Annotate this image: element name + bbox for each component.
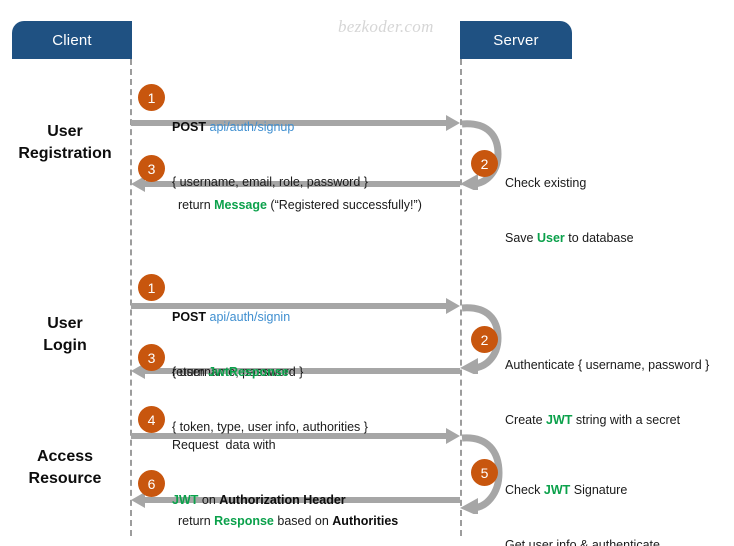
resource-server-line2: Get user info & authenticate bbox=[505, 537, 660, 546]
lifeline-server bbox=[460, 59, 462, 536]
resource-response-line1: return Response based on Authorities bbox=[178, 512, 398, 530]
message-text-resource-server-work: Check JWT Signature Get user info & auth… bbox=[505, 445, 690, 546]
step-badge-3-signup-response: 3 bbox=[138, 155, 165, 182]
text-mid: on bbox=[198, 492, 220, 507]
arrow-resource-response bbox=[131, 492, 460, 508]
actor-client-label: Client bbox=[52, 31, 92, 49]
step-badge-6-resource-response: 6 bbox=[138, 470, 165, 497]
message-text-signup-request: POST api/auth/signup { username, email, … bbox=[172, 82, 368, 227]
step-number: 1 bbox=[147, 89, 156, 106]
signin-response-line2: { token, type, user info, authorities } bbox=[172, 419, 368, 434]
step-badge-1-signin: 1 bbox=[138, 274, 165, 301]
signin-server-line1: Authenticate { username, password } bbox=[505, 358, 710, 373]
actor-server: Server bbox=[460, 21, 572, 59]
section-label-user-login: User Login bbox=[0, 313, 130, 356]
text-pre: Save bbox=[505, 230, 537, 245]
step-number: 2 bbox=[480, 155, 489, 172]
step-badge-1-signup: 1 bbox=[138, 84, 165, 111]
signup-server-line2: Save User to database bbox=[505, 229, 634, 247]
highlight-jwt: JWT bbox=[172, 492, 199, 507]
http-method: POST bbox=[172, 310, 207, 325]
step-badge-4-resource-request: 4 bbox=[138, 406, 165, 433]
step-number: 3 bbox=[147, 160, 156, 177]
message-text-signin-request: POST api/auth/signin { username, passwor… bbox=[172, 272, 303, 417]
arrow-signup-response bbox=[131, 176, 460, 192]
text-mid: based on bbox=[273, 514, 333, 529]
signin-response-line1: return JwtResponse bbox=[172, 363, 368, 381]
signin-request-line2: { username, password } bbox=[172, 364, 304, 379]
step-number: 3 bbox=[147, 349, 156, 366]
highlight-user: User bbox=[536, 230, 565, 245]
message-text-signup-server-work: Check existing Save User to database bbox=[505, 138, 634, 283]
message-text-signin-response: return JwtResponse { token, type, user i… bbox=[172, 327, 368, 472]
api-path: api/auth/signup bbox=[209, 120, 295, 135]
step-badge-5-resource-server: 5 bbox=[471, 459, 498, 486]
arrow-resource-request bbox=[131, 428, 460, 444]
message-text-resource-response: return Response based on Authorities bbox=[178, 476, 398, 546]
section-label-line2: Registration bbox=[18, 144, 112, 162]
text-post: to database bbox=[564, 230, 634, 245]
arrow-signup-request bbox=[131, 115, 460, 131]
step-number: 4 bbox=[147, 411, 156, 428]
step-number: 6 bbox=[147, 475, 156, 492]
selfloop-signin-server bbox=[458, 302, 504, 374]
text-pre: return bbox=[178, 514, 215, 529]
highlight-jwt: JWT bbox=[546, 412, 573, 427]
arrow-signin-request bbox=[131, 298, 460, 314]
resource-request-line1: Request data with bbox=[172, 438, 276, 453]
step-number: 2 bbox=[480, 331, 489, 348]
text-pre: return bbox=[178, 198, 215, 213]
text-post: string with a secret bbox=[572, 412, 681, 427]
watermark-bezkoder: bezkoder.com bbox=[338, 17, 434, 36]
text-pre: Check bbox=[505, 483, 544, 498]
signin-request-line1: POST api/auth/signin bbox=[172, 308, 303, 326]
section-label-access-resource: Access Resource bbox=[0, 446, 130, 489]
text-pre: return bbox=[172, 365, 209, 380]
step-number: 5 bbox=[480, 464, 489, 481]
message-text-signup-response: return Message (“Registered successfully… bbox=[178, 160, 422, 251]
message-text-resource-request: Request data with JWT on Authorization H… bbox=[172, 400, 346, 545]
step-badge-2-signin-server: 2 bbox=[471, 326, 498, 353]
lifeline-client bbox=[130, 59, 132, 536]
text-post: Signature bbox=[570, 483, 628, 498]
resource-server-line1: Check JWT Signature bbox=[505, 481, 690, 499]
signup-request-line1: POST api/auth/signup bbox=[172, 118, 368, 136]
highlight-jwtresponse: JwtResponse bbox=[208, 365, 289, 380]
step-number: 1 bbox=[147, 279, 156, 296]
signin-server-line2: Create JWT string with a secret bbox=[505, 411, 709, 429]
actor-client: Client bbox=[12, 21, 132, 59]
signup-request-line2: { username, email, role, password } bbox=[172, 174, 368, 189]
section-label-line2: Login bbox=[43, 336, 87, 354]
bold-authorization-header: Authorization Header bbox=[219, 492, 346, 507]
step-badge-2-signup-server: 2 bbox=[471, 150, 498, 177]
text-post: (“Registered successfully!”) bbox=[266, 198, 422, 213]
api-path: api/auth/signin bbox=[209, 310, 291, 325]
http-method: POST bbox=[172, 120, 207, 135]
highlight-message: Message bbox=[214, 198, 267, 213]
step-badge-3-signin-response: 3 bbox=[138, 344, 165, 371]
selfloop-resource-server bbox=[458, 432, 504, 514]
resource-request-line2: JWT on Authorization Header bbox=[172, 491, 346, 509]
section-label-line1: User bbox=[47, 315, 83, 332]
section-label-user-registration: User Registration bbox=[0, 121, 130, 164]
text-pre: Create bbox=[505, 412, 546, 427]
highlight-response: Response bbox=[214, 514, 274, 529]
message-text-signin-server-work: Authenticate { username, password } Crea… bbox=[505, 320, 709, 465]
section-label-line2: Resource bbox=[28, 469, 102, 487]
section-label-line1: User bbox=[47, 123, 83, 140]
section-label-line1: Access bbox=[36, 448, 94, 465]
actor-server-label: Server bbox=[493, 31, 539, 49]
bold-authorities: Authorities bbox=[332, 514, 399, 529]
highlight-jwt: JWT bbox=[543, 483, 571, 498]
selfloop-signup-server bbox=[458, 118, 504, 190]
signup-server-line1: Check existing bbox=[505, 176, 587, 191]
signup-response-line1: return Message (“Registered successfully… bbox=[178, 196, 422, 214]
